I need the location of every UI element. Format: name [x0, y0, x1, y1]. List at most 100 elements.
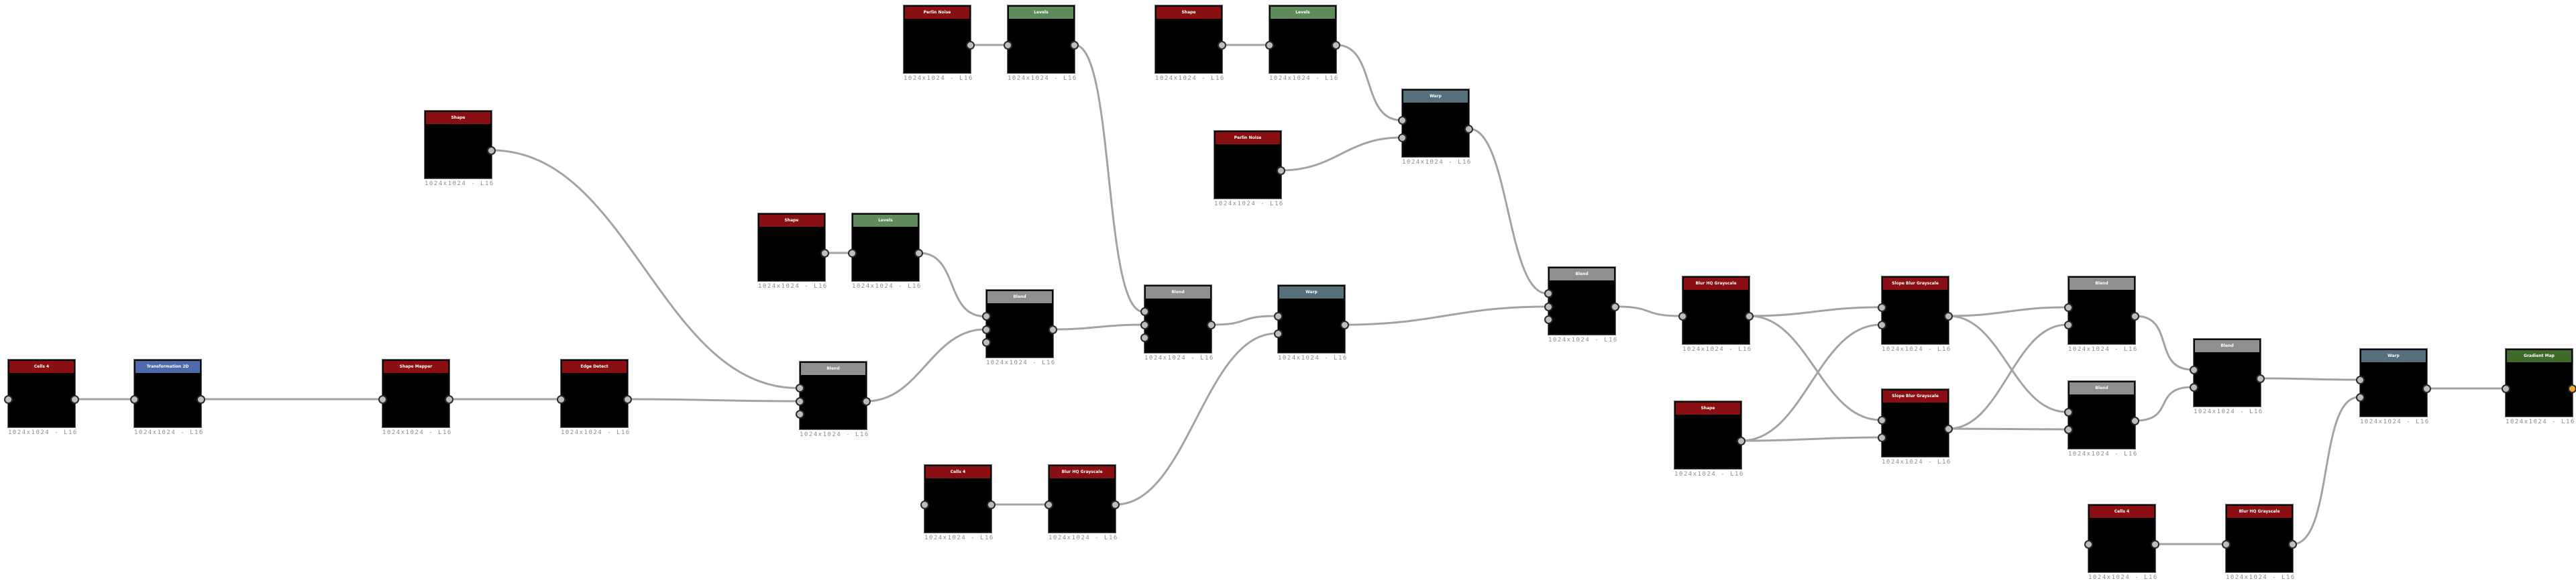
input-port-2[interactable] [2356, 392, 2365, 402]
input-port-2[interactable] [982, 325, 991, 334]
output-port-1[interactable] [862, 396, 871, 406]
input-port-1[interactable] [4, 394, 13, 404]
output-port-1[interactable] [2568, 384, 2576, 393]
input-port-1[interactable] [2502, 384, 2510, 393]
output-port-1[interactable] [1464, 124, 1473, 134]
input-port-2[interactable] [2064, 320, 2073, 329]
input-port-2[interactable] [1274, 329, 1283, 338]
input-port-1[interactable] [1678, 311, 1687, 321]
output-port-1[interactable] [2131, 416, 2139, 425]
input-port-2[interactable] [1544, 302, 1553, 311]
input-port-1[interactable] [2222, 539, 2231, 549]
input-port-1[interactable] [2084, 539, 2093, 549]
input-port-1[interactable] [2190, 365, 2198, 374]
output-port-1[interactable] [70, 394, 79, 404]
output-port-1[interactable] [2422, 384, 2431, 393]
input-port-1[interactable] [982, 312, 991, 321]
output-port-1[interactable] [623, 394, 632, 404]
output-port-1[interactable] [2288, 539, 2297, 549]
input-port-1[interactable] [1878, 303, 1886, 312]
input-port-1[interactable] [1878, 415, 1886, 425]
output-port-1[interactable] [987, 500, 996, 509]
output-port-1[interactable] [914, 248, 923, 258]
input-port-1[interactable] [1398, 115, 1407, 125]
output-port-1[interactable] [1944, 424, 1953, 433]
input-port-3[interactable] [796, 410, 804, 419]
input-port-1[interactable] [1140, 307, 1149, 316]
input-port-1[interactable] [1004, 40, 1012, 50]
input-port-1[interactable] [1044, 500, 1053, 509]
input-port-1[interactable] [848, 248, 857, 258]
input-port-2[interactable] [2190, 382, 2198, 392]
input-port-2[interactable] [1878, 320, 1886, 329]
input-port-1[interactable] [1544, 289, 1553, 298]
input-port-1[interactable] [1274, 311, 1283, 321]
output-port-1[interactable] [1745, 311, 1754, 321]
input-port-2[interactable] [2064, 425, 2073, 434]
output-port-1[interactable] [197, 394, 205, 404]
output-port-1[interactable] [1340, 320, 1349, 329]
input-port-1[interactable] [1265, 40, 1274, 50]
output-port-1[interactable] [966, 40, 975, 50]
input-port-3[interactable] [1140, 333, 1149, 342]
output-port-1[interactable] [2151, 539, 2159, 549]
input-port-1[interactable] [2064, 407, 2073, 417]
input-port-2[interactable] [1140, 320, 1149, 329]
output-port-1[interactable] [1207, 320, 1216, 329]
input-port-1[interactable] [2356, 375, 2365, 384]
input-port-1[interactable] [920, 500, 929, 509]
output-port-1[interactable] [2131, 311, 2139, 321]
output-port-1[interactable] [1332, 40, 1340, 50]
input-port-3[interactable] [982, 338, 991, 347]
input-port-3[interactable] [1544, 315, 1553, 324]
output-port-1[interactable] [1070, 40, 1079, 50]
input-port-2[interactable] [1398, 133, 1407, 142]
input-port-1[interactable] [557, 394, 566, 404]
output-port-1[interactable] [820, 248, 829, 258]
input-port-1[interactable] [796, 384, 804, 392]
output-port-1[interactable] [1277, 166, 1285, 175]
input-port-1[interactable] [378, 394, 387, 404]
output-port-1[interactable] [1049, 325, 1057, 334]
input-port-1[interactable] [130, 394, 139, 404]
output-port-1[interactable] [1737, 436, 1746, 445]
output-port-1[interactable] [1218, 40, 1226, 50]
input-port-2[interactable] [1878, 433, 1886, 442]
output-port-1[interactable] [1611, 302, 1619, 311]
output-port-1[interactable] [1944, 311, 1953, 321]
output-port-1[interactable] [445, 394, 453, 404]
output-port-1[interactable] [1111, 500, 1120, 509]
input-port-1[interactable] [2064, 303, 2073, 312]
